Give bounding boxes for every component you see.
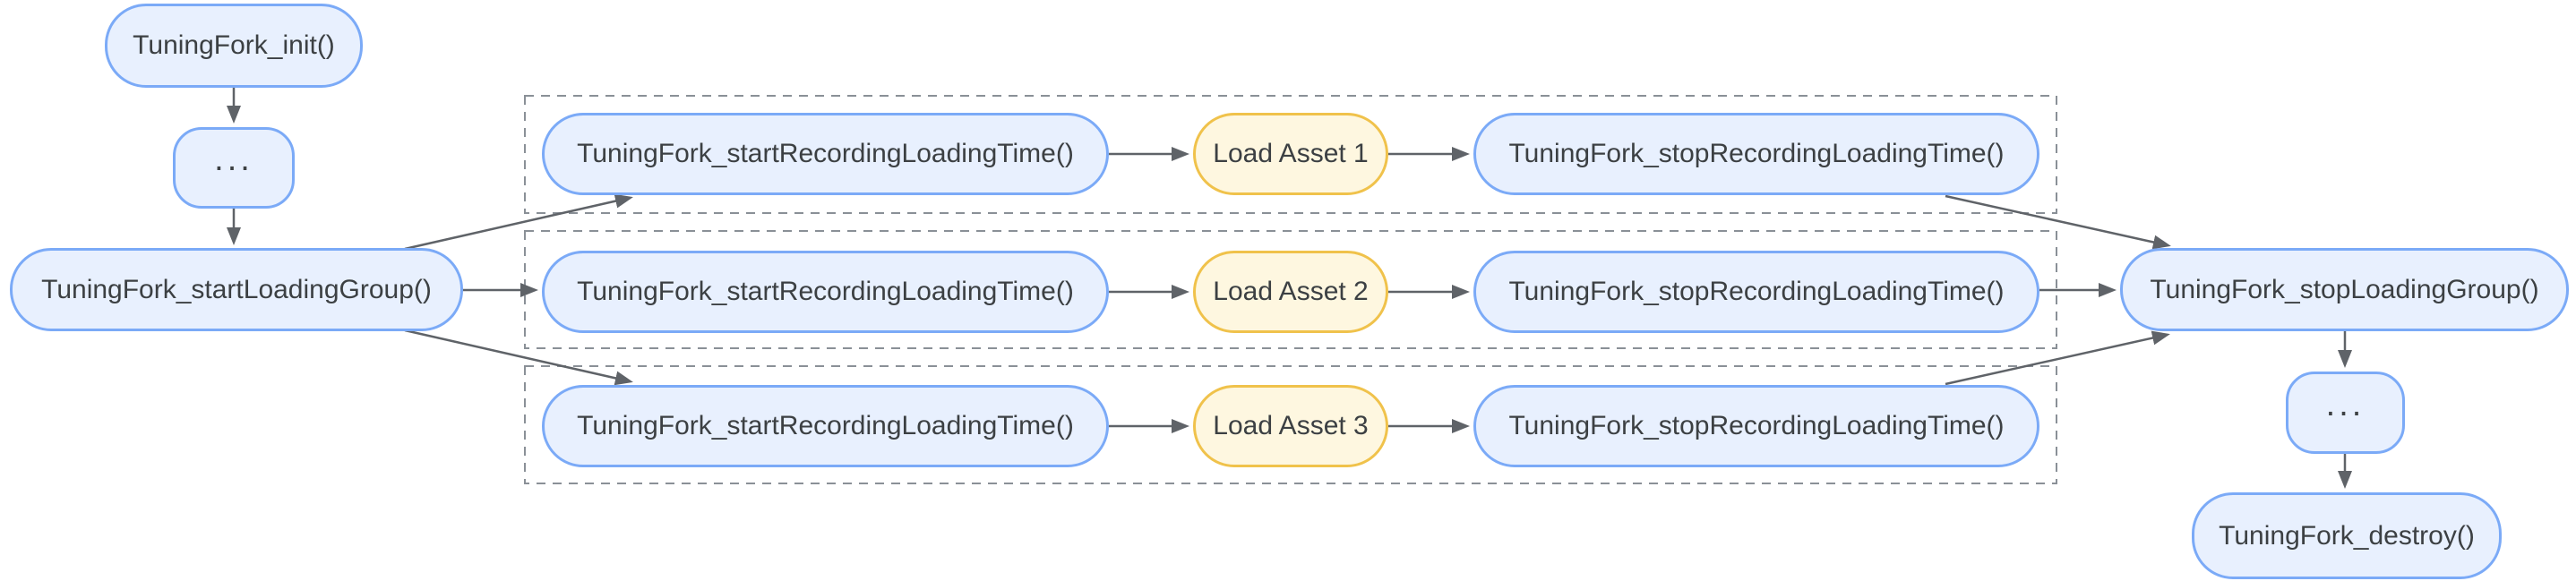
start-loading-group-node: TuningFork_startLoadingGroup() [10, 248, 463, 331]
arrow-row1-to-stop-group [1945, 194, 2171, 250]
loading-group-outline-1 [524, 95, 2057, 214]
stop-recording-node-row3: TuningFork_stopRecordingLoadingTime() [1473, 385, 2039, 467]
load-asset-3-label: Load Asset 3 [1213, 411, 1369, 440]
loading-group-outline-3 [524, 365, 2057, 484]
loading-group-outline-2 [524, 230, 2057, 349]
load-asset-2-node: Load Asset 2 [1193, 251, 1388, 333]
load-asset-1-label: Load Asset 1 [1213, 139, 1369, 168]
arrow-start-group-to-row3 [404, 329, 633, 386]
stop-loading-group-node: TuningFork_stopLoadingGroup() [2120, 248, 2569, 331]
ellipsis-node-left: ... [173, 127, 295, 209]
ellipsis-node-right: ... [2286, 372, 2405, 454]
arrow-row3-to-stop-group [1945, 330, 2170, 386]
stop-recording-row1-label: TuningFork_stopRecordingLoadingTime() [1508, 139, 2005, 168]
destroy-node-label: TuningFork_destroy() [2219, 520, 2475, 551]
stop-recording-node-row2: TuningFork_stopRecordingLoadingTime() [1473, 251, 2039, 333]
arrow-start-group-to-row1 [404, 193, 633, 251]
ellipsis-node-right-label: ... [2325, 385, 2366, 423]
start-loading-group-label: TuningFork_startLoadingGroup() [41, 274, 432, 304]
start-recording-row3-label: TuningFork_startRecordingLoadingTime() [577, 411, 1074, 440]
load-asset-3-node: Load Asset 3 [1193, 385, 1388, 467]
start-recording-node-row2: TuningFork_startRecordingLoadingTime() [542, 251, 1109, 333]
destroy-node: TuningFork_destroy() [2192, 492, 2502, 579]
start-recording-row1-label: TuningFork_startRecordingLoadingTime() [577, 139, 1074, 168]
stop-loading-group-label: TuningFork_stopLoadingGroup() [2150, 274, 2539, 304]
load-asset-2-label: Load Asset 2 [1213, 277, 1369, 306]
load-asset-1-node: Load Asset 1 [1193, 113, 1388, 195]
stop-recording-row3-label: TuningFork_stopRecordingLoadingTime() [1508, 411, 2005, 440]
start-recording-node-row3: TuningFork_startRecordingLoadingTime() [542, 385, 1109, 467]
init-node: TuningFork_init() [105, 4, 363, 88]
stop-recording-node-row1: TuningFork_stopRecordingLoadingTime() [1473, 113, 2039, 195]
init-node-label: TuningFork_init() [133, 30, 335, 60]
stop-recording-row2-label: TuningFork_stopRecordingLoadingTime() [1508, 277, 2005, 306]
start-recording-row2-label: TuningFork_startRecordingLoadingTime() [577, 277, 1074, 306]
start-recording-node-row1: TuningFork_startRecordingLoadingTime() [542, 113, 1109, 195]
ellipsis-node-left-label: ... [214, 141, 253, 178]
